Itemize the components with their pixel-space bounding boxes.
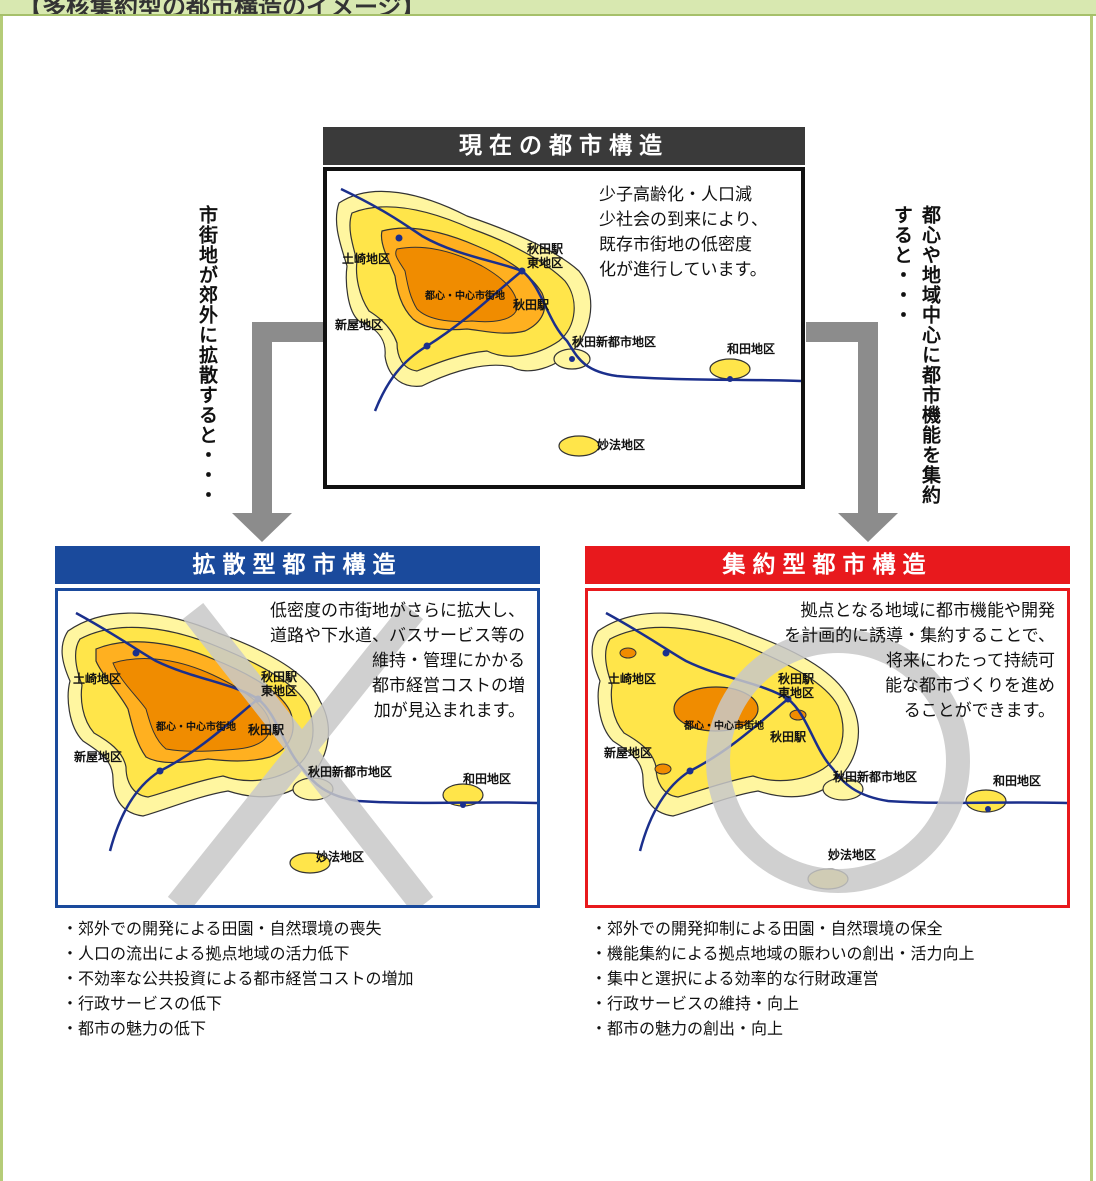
compact-title-bar: 集約型都市構造 (585, 546, 1070, 584)
label-shintoshin: 秋田新都市地区 (308, 764, 392, 779)
sprawl-bullet: 都市の魅力の低下 (62, 1016, 414, 1041)
sprawl-title-bar: 拡散型都市構造 (55, 546, 540, 584)
label-wada: 和田地区 (462, 771, 511, 786)
compact-description-line: 拠点となる地域に都市機能や開発 (800, 601, 1056, 621)
header-bar: 【多核集約型の都市構造のイメージ】 (0, 0, 1096, 16)
compact-bullet: 行政サービスの維持・向上 (591, 991, 975, 1016)
sprawl-map: 土崎地区 秋田駅 東地区 都心・中心市街地 秋田駅 新屋地区 秋田新都市地区 和… (61, 602, 537, 905)
label-shintoshin: 秋田新都市地区 (833, 769, 917, 784)
current-map: 土崎地区 秋田駅 東地区 都心・中心市街地 秋田駅 新屋地区 秋田新都市地区 和… (335, 187, 801, 457)
arrow-right-head (838, 513, 898, 542)
label-tsuchizaki: 土崎地区 (608, 671, 656, 686)
sprawl-description: 低密度の市街地がさらに拡大し、 道路や下水道、バスサービス等の 維持・管理にかか… (270, 599, 525, 724)
right-caption: 都心や地域中心に都市機能を集約すると・・・ (888, 205, 944, 505)
label-center: 都心・中心市街地 (155, 720, 236, 733)
current-description: 少子高齢化・人口減 少社会の到来により、 既存市街地の低密度 化が進行しています… (599, 183, 768, 283)
cross-mark-symbol (167, 602, 434, 905)
current-title: 現在の都市構造 (459, 133, 669, 159)
sprawl-map-panel: 土崎地区 秋田駅 東地区 都心・中心市街地 秋田駅 新屋地区 秋田新都市地区 和… (55, 588, 540, 908)
label-center: 都心・中心市街地 (424, 289, 505, 302)
compact-description-line: ることができます。 (903, 701, 1055, 721)
compact-bullet: 郊外での開発抑制による田園・自然環境の保全 (591, 916, 975, 941)
sprawl-bullet: 人口の流出による拠点地域の活力低下 (62, 941, 414, 966)
compact-map-panel: 土崎地区 秋田駅 東地区 都心・中心市街地 秋田駅 新屋地区 秋田新都市地区 和… (585, 588, 1070, 908)
sprawl-bullet: 不効率な公共投資による都市経営コストの増加 (62, 966, 414, 991)
left-caption: 市街地が郊外に拡散すると・・・ (193, 205, 221, 505)
label-araya: 新屋地区 (604, 745, 652, 760)
compact-bullet: 集中と選択による効率的な行財政運営 (591, 966, 975, 991)
arrow-right-vertical (858, 322, 878, 517)
compact-description-line: を計画的に誘導・集約することで、 (784, 626, 1055, 646)
label-akita-east-2: 東地区 (261, 683, 297, 698)
sprawl-bullet: 行政サービスの低下 (62, 991, 414, 1016)
current-description-line: 少子高齢化・人口減 (599, 185, 752, 205)
label-akita-station: 秋田駅 (513, 297, 550, 312)
compact-title: 集約型都市構造 (722, 552, 933, 578)
label-akita-east-1: 秋田駅 (778, 671, 815, 686)
compact-bullet-list: 郊外での開発抑制による田園・自然環境の保全 機能集約による拠点地域の賑わいの創出… (591, 916, 975, 1041)
label-akita-east-1: 秋田駅 (527, 241, 564, 256)
current-title-bar: 現在の都市構造 (323, 127, 805, 165)
sprawl-description-line: 加が見込まれます。 (373, 701, 525, 721)
label-akita-east-1: 秋田駅 (261, 669, 298, 684)
compact-bullet: 都市の魅力の創出・向上 (591, 1016, 975, 1041)
sprawl-title: 拡散型都市構造 (192, 552, 403, 578)
arrow-left-vertical (252, 322, 272, 517)
sprawl-bullet: 郊外での開発による田園・自然環境の喪失 (62, 916, 414, 941)
compact-map: 土崎地区 秋田駅 東地区 都心・中心市街地 秋田駅 新屋地区 秋田新都市地区 和… (591, 611, 1067, 893)
compact-description: 拠点となる地域に都市機能や開発 を計画的に誘導・集約することで、 将来にわたって… (784, 599, 1055, 724)
sprawl-description-line: 維持・管理にかかる (372, 651, 525, 671)
sprawl-description-line: 低密度の市街地がさらに拡大し、 (270, 601, 525, 621)
compact-description-line: 将来にわたって持続可 (885, 651, 1055, 671)
right-caption-line-2: 都市機能を集約すると・・・ (891, 205, 941, 505)
header-title: 【多核集約型の都市構造のイメージ】 (18, 0, 426, 16)
label-akita-east-2: 東地区 (778, 685, 814, 700)
label-center: 都心・中心市街地 (683, 719, 764, 732)
circle-mark-symbol (706, 629, 970, 893)
compact-description-line: 能な都市づくりを進め (885, 676, 1055, 696)
label-akita-station: 秋田駅 (770, 729, 807, 744)
label-araya: 新屋地区 (74, 749, 122, 764)
compact-bullet: 機能集約による拠点地域の賑わいの創出・活力向上 (591, 941, 975, 966)
label-akita-station: 秋田駅 (248, 722, 285, 737)
sprawl-bullet-list: 郊外での開発による田園・自然環境の喪失 人口の流出による拠点地域の活力低下 不効… (62, 916, 414, 1041)
label-myoho: 妙法地区 (316, 849, 364, 864)
right-caption-line-1: 都心や地域中心に (919, 205, 941, 365)
sprawl-description-line: 道路や下水道、バスサービス等の (270, 626, 525, 646)
current-description-line: 少社会の到来により、 (599, 210, 768, 230)
left-caption-line: 市街地が郊外に拡散すると・・・ (196, 205, 218, 505)
arrow-left-head (232, 513, 292, 542)
label-araya: 新屋地区 (335, 317, 383, 332)
current-description-line: 化が進行しています。 (599, 260, 767, 280)
label-tsuchizaki: 土崎地区 (342, 251, 390, 266)
label-myoho: 妙法地区 (828, 847, 876, 862)
current-description-line: 既存市街地の低密度 (599, 235, 752, 255)
label-akita-east-2: 東地区 (527, 255, 563, 270)
label-myoho: 妙法地区 (597, 437, 645, 452)
label-wada: 和田地区 (726, 341, 775, 356)
label-tsuchizaki: 土崎地区 (73, 671, 121, 686)
label-shintoshin: 秋田新都市地区 (572, 334, 656, 349)
label-wada: 和田地区 (992, 773, 1041, 788)
current-map-panel: 土崎地区 秋田駅 東地区 都心・中心市街地 秋田駅 新屋地区 秋田新都市地区 和… (323, 167, 805, 489)
sprawl-description-line: 都市経営コストの増 (372, 676, 525, 696)
